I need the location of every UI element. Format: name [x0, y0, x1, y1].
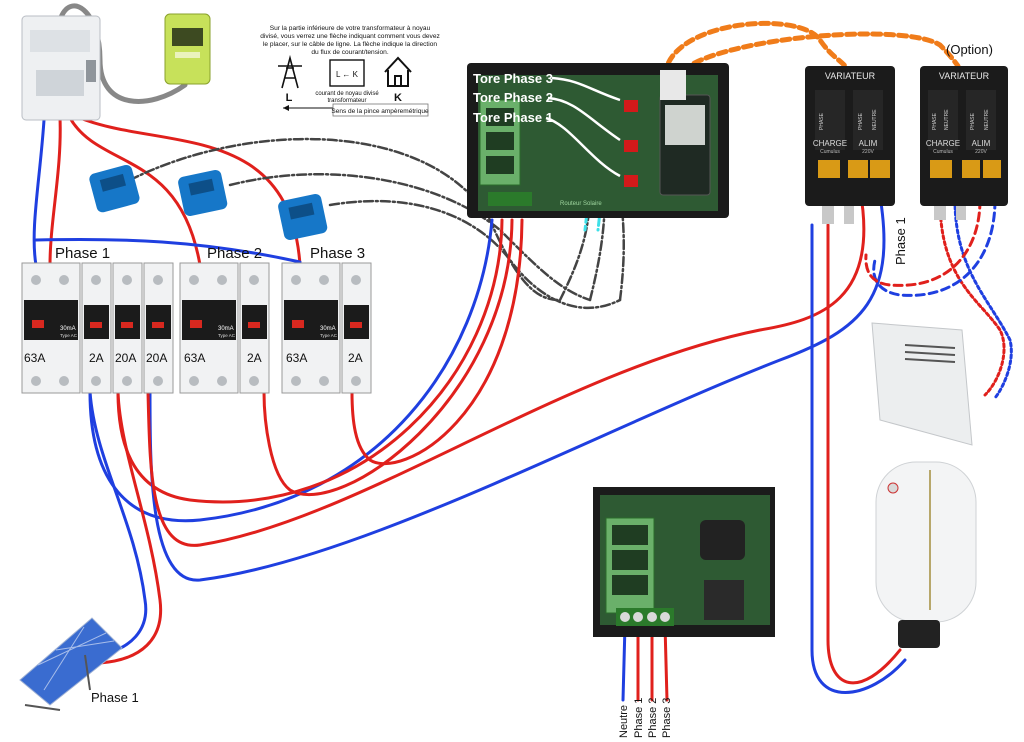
variator2-cumulus: Cumulus	[933, 149, 953, 155]
heater-neutral	[810, 223, 907, 694]
radiator-icon	[871, 322, 973, 446]
meter-phase1-wire	[48, 116, 62, 267]
b1-rating: 2A	[89, 351, 104, 365]
diff3-label: 30mA	[320, 326, 336, 332]
variator1-phase: PHASE	[819, 112, 825, 130]
router-neutral	[88, 218, 494, 523]
variator1-neutre: NEUTRE	[872, 109, 878, 130]
variator1-charge: CHARGE	[813, 139, 847, 148]
variator2-neutre: NEUTRE	[944, 109, 950, 130]
breaker-panel	[21, 262, 372, 394]
variator-2: VARIATEUR PHASE NEUTRE PHASE NEUTRE CHAR…	[920, 66, 1008, 220]
solar-router: Tore Phase 3 Tore Phase 2 Tore Phase 1 R…	[467, 63, 729, 218]
b3-rating: 20A	[146, 351, 167, 365]
instr-line2: divisé, vous verrez une flèche indiquant…	[260, 33, 440, 40]
option-cable-1	[662, 21, 848, 78]
core-box	[329, 59, 365, 87]
phase3-label: Phase 3	[310, 245, 365, 262]
b2-rating: 20A	[115, 351, 136, 365]
diff2-label: 30mA	[218, 326, 234, 332]
option-label: (Option)	[946, 42, 993, 57]
meter-icon	[21, 15, 101, 121]
ct-instructions: Sur la partie inférieure de votre transf…	[260, 18, 440, 118]
solar-phase-label: Phase 1	[91, 690, 139, 705]
meter-phase2-wire	[68, 116, 202, 267]
var-neutral	[148, 183, 886, 582]
main1-rating: 63A	[24, 351, 45, 365]
solar-panel-icon	[19, 617, 123, 711]
option-cable-2	[672, 31, 961, 83]
variator1-phase2: PHASE	[858, 112, 864, 130]
main2-rating: 63A	[184, 351, 205, 365]
pylon-icon	[278, 54, 302, 89]
variator2-phase: PHASE	[932, 112, 938, 130]
instr-line1: Sur la partie inférieure de votre transf…	[270, 25, 431, 32]
router-brand: Routeur Solaire	[560, 201, 602, 207]
tore1-label: Tore Phase 1	[473, 110, 553, 125]
variator-phase1-label: Phase 1	[893, 217, 908, 265]
terminal-labels: Neutre Phase 1 Phase 2 Phase 3	[618, 698, 673, 738]
variator2-phase2: PHASE	[970, 112, 976, 130]
router-closeup	[593, 487, 775, 637]
variator-1: VARIATEUR PHASE PHASE NEUTRE CHARGE Cumu…	[805, 66, 895, 224]
letter-l: L	[286, 92, 293, 104]
router-phase3	[350, 218, 524, 466]
b5-rating: 2A	[348, 351, 363, 365]
house-icon	[384, 56, 412, 87]
phase2-label: Phase 2	[207, 245, 262, 262]
diff1-label: 30mA	[60, 326, 76, 332]
water-heater-icon	[875, 461, 977, 648]
variator2-neutre2: NEUTRE	[984, 109, 990, 130]
variator2-alim: ALIM	[972, 139, 991, 148]
diff3-type: Type AC	[320, 333, 338, 338]
variator2-title: VARIATEUR	[939, 71, 990, 81]
tore3-label: Tore Phase 3	[473, 71, 553, 86]
core-caption2: transformateur	[327, 98, 366, 104]
heater-phase	[826, 223, 902, 685]
instr-line4: du flux de courant/tension.	[311, 49, 389, 56]
letter-k: K	[394, 92, 402, 104]
variator1-alim: ALIM	[859, 139, 878, 148]
solar-phase	[98, 390, 163, 665]
phase1-label: Phase 1	[55, 245, 110, 262]
panel-labels: Phase 1 Phase 2 Phase 3 63A 2A 20A 20A 6…	[24, 245, 365, 365]
main3-rating: 63A	[286, 351, 307, 365]
ct-clamp-icon	[89, 164, 328, 241]
terminal-phase3: Phase 3	[661, 698, 673, 738]
tore2-label: Tore Phase 2	[473, 90, 553, 105]
meter-neutral-wire	[32, 118, 46, 267]
core-caption1: courant de noyau divisé	[315, 91, 379, 97]
core-label: L ← K	[336, 70, 359, 79]
instr-line3: le placer, sur le câble de ligne. La flè…	[263, 41, 437, 48]
direction-caption: Sens de la pince ampèremétrique	[331, 108, 429, 115]
variator1-title: VARIATEUR	[825, 71, 876, 81]
ct3-cable	[328, 199, 622, 310]
router-phase2	[262, 218, 514, 497]
diff1-type: Type AC	[60, 333, 78, 338]
variator1-cumulus: Cumulus	[820, 149, 840, 155]
variator2-charge: CHARGE	[926, 139, 960, 148]
b4-rating: 2A	[247, 351, 262, 365]
variator2-220v: 220V	[975, 149, 987, 155]
variator1-220v: 220V	[862, 149, 874, 155]
solar-neutral	[88, 390, 148, 657]
diff2-type: Type AC	[218, 333, 236, 338]
linky-icon	[164, 13, 211, 85]
tore-arrows	[545, 76, 621, 178]
terminal-phase1: Phase 1	[633, 698, 645, 738]
ct1-cable	[128, 137, 562, 302]
terminal-neutre: Neutre	[618, 705, 630, 738]
terminal-phase2: Phase 2	[647, 698, 659, 738]
